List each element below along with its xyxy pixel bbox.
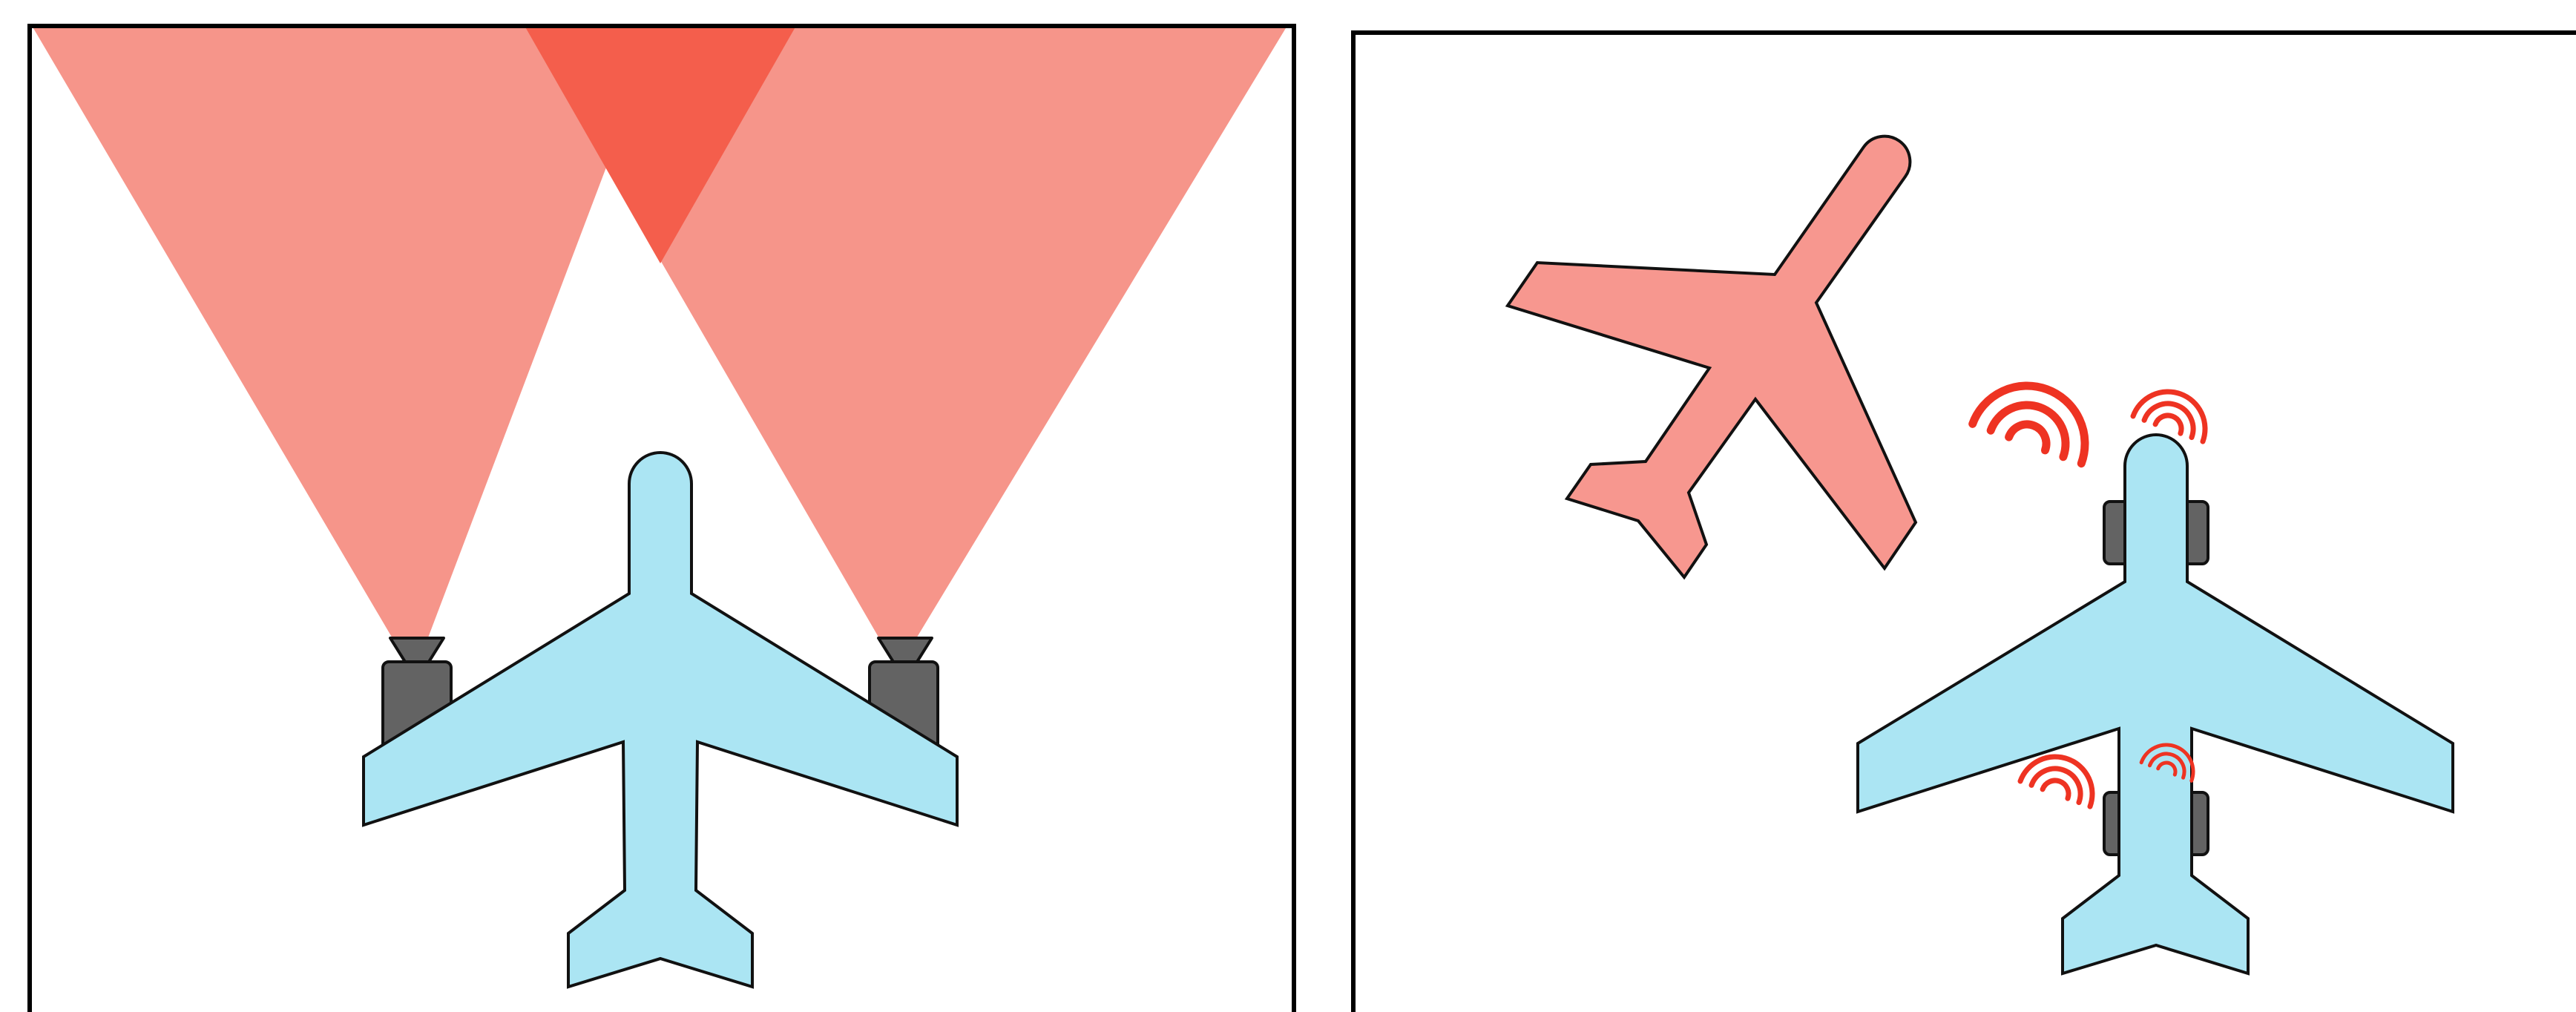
camera-lens [390,638,444,662]
own-aircraft [1858,435,2453,973]
radar-waves-front-right [2133,381,2215,441]
right-panel [1353,33,2576,1012]
other-aircraft [1508,137,1916,577]
left-panel [30,24,1294,1012]
aircraft-body [1858,435,2453,973]
right-panel-frame [1353,33,2576,1012]
camera-lens [878,638,932,662]
radar-waves-front-left [1973,369,2101,464]
aircraft-body [1508,137,1916,577]
left-camera-beam [31,24,660,640]
